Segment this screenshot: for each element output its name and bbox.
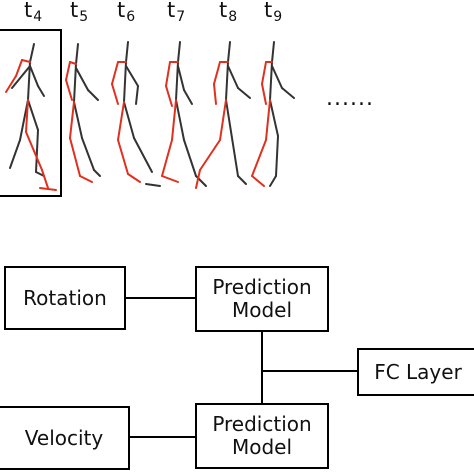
skeleton-t9	[251, 41, 295, 187]
skeleton-t8	[195, 41, 251, 189]
skeleton-t6	[111, 41, 161, 187]
prediction-bottom-line1: Prediction	[212, 412, 312, 436]
time-label-t9: t9	[264, 0, 283, 25]
skeleton-t4	[5, 43, 57, 191]
time-label-t5: t5	[70, 0, 89, 25]
skeleton-t7	[161, 41, 207, 187]
prediction-model-bottom-box: Prediction Model	[195, 403, 329, 469]
ellipsis: ......	[326, 86, 374, 111]
rotation-box: Rotation	[4, 266, 126, 330]
fc-layer-box: FC Layer	[357, 348, 474, 396]
velocity-label: Velocity	[24, 425, 104, 450]
skeleton-t5	[65, 43, 101, 183]
prediction-top-line2: Model	[231, 298, 293, 322]
velocity-box: Velocity	[0, 406, 130, 470]
time-label-t8: t8	[219, 0, 238, 25]
rotation-label: Rotation	[23, 285, 107, 310]
highlight-frame	[0, 29, 62, 197]
prediction-top-line1: Prediction	[212, 275, 312, 299]
time-label-t4: t4	[24, 0, 43, 25]
time-label-t6: t6	[117, 0, 136, 25]
connector-lines	[125, 297, 358, 438]
prediction-model-top-box: Prediction Model	[195, 266, 329, 332]
prediction-bottom-line2: Model	[231, 435, 293, 459]
time-label-t7: t7	[167, 0, 186, 25]
fc-layer-label: FC Layer	[374, 359, 462, 384]
